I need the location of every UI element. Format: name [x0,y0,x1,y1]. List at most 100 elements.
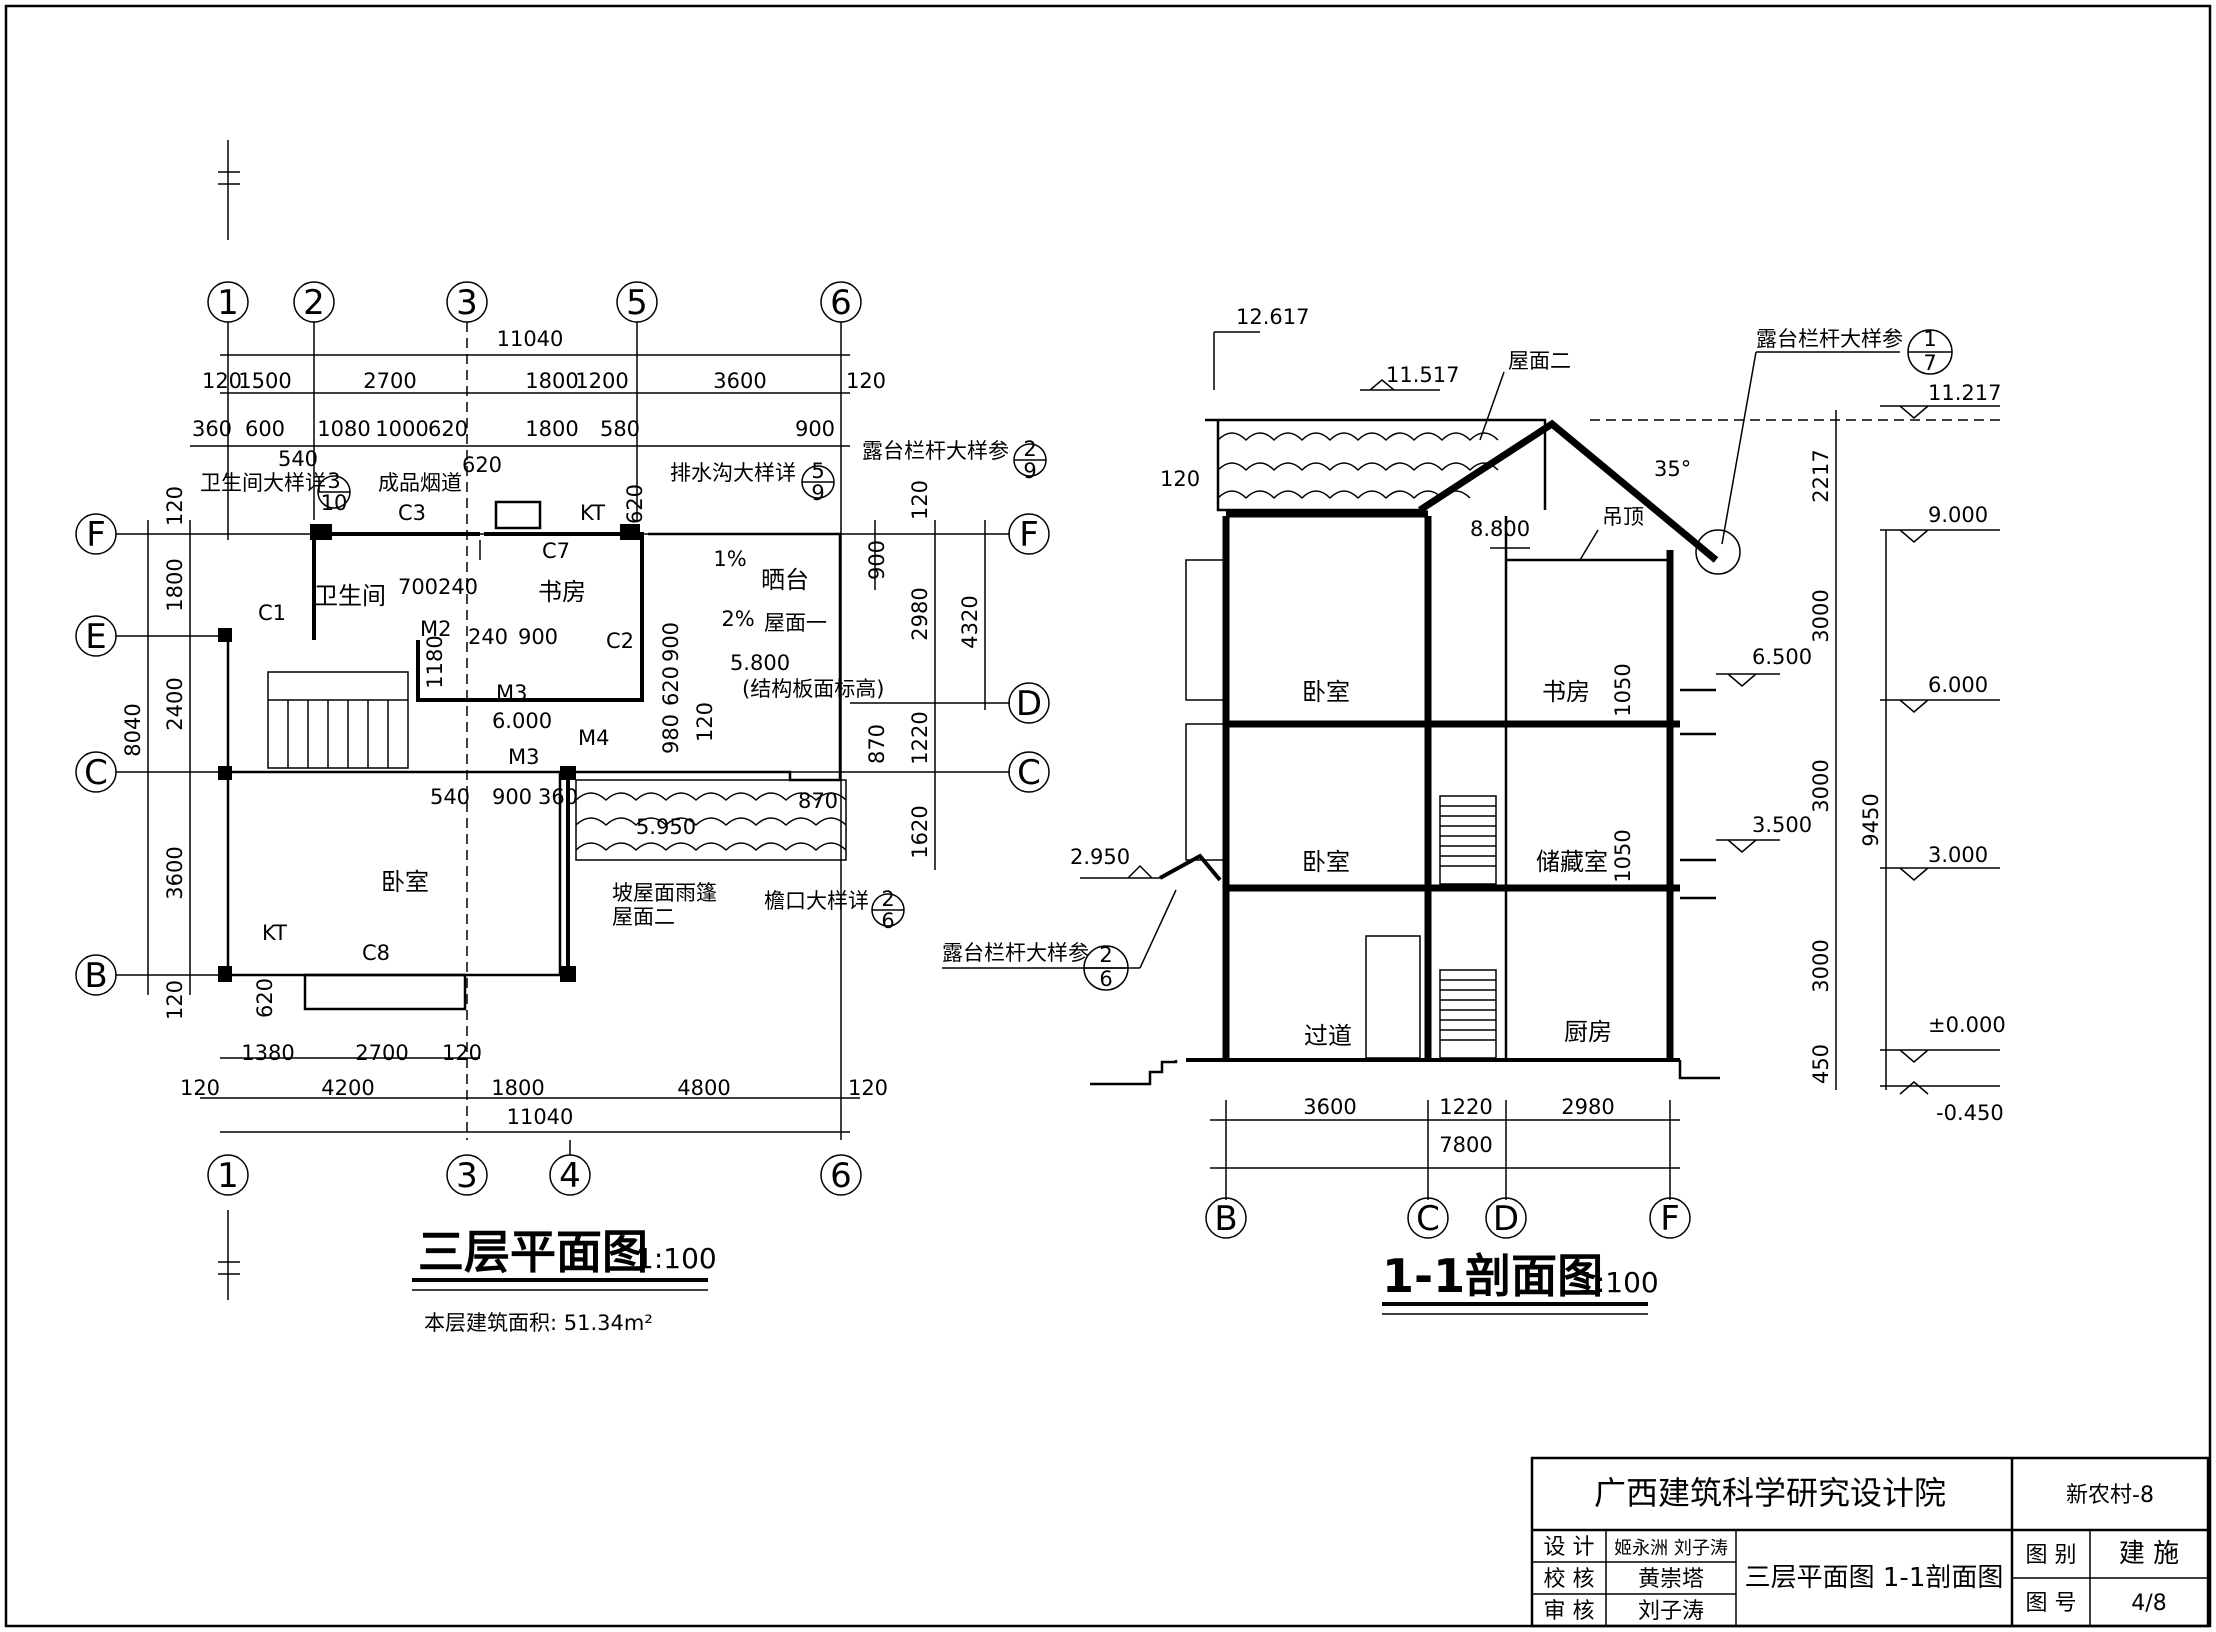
plan-axis-top: 1 2 3 5 6 [207,281,862,323]
svg-text:3000: 3000 [1809,759,1833,812]
svg-text:11040: 11040 [507,1105,574,1129]
svg-text:1800: 1800 [491,1076,544,1100]
svg-text:900: 900 [865,540,889,580]
plan-scale: 1:100 [636,1242,717,1275]
svg-text:120: 120 [848,1076,888,1100]
title-block: 广西建筑科学研究设计院 新农村-8 设 计 姬永洲 刘子涛 校 核 黄崇塔 审 … [1530,1456,2210,1628]
plan-walls [218,500,842,1011]
plan-axis-right: F D C [1008,513,1050,793]
svg-text:3600: 3600 [713,369,766,393]
svg-text:M4: M4 [578,726,609,750]
svg-text:1220: 1220 [1439,1095,1492,1119]
project-name: 新农村-8 [2066,1483,2154,1508]
svg-text:12.617: 12.617 [1236,305,1309,329]
svg-text:1050: 1050 [1611,663,1635,716]
svg-text:M3: M3 [508,745,539,769]
svg-text:3: 3 [456,283,478,323]
svg-text:吊顶: 吊顶 [1602,505,1644,529]
svg-text:坡屋面雨篷: 坡屋面雨篷 [612,881,717,905]
svg-text:900: 900 [795,417,835,441]
room-label: 晒台 [761,566,809,594]
section-axis-bottom: B C D F [1205,1197,1691,1239]
svg-text:5: 5 [626,283,648,323]
svg-text:6.500: 6.500 [1752,645,1812,669]
svg-text:540: 540 [430,785,470,809]
svg-text:3600: 3600 [163,846,187,899]
room-label: 卫生间 [314,582,386,610]
svg-text:黄崇塔: 黄崇塔 [1638,1567,1704,1592]
svg-text:120: 120 [1160,467,1200,491]
svg-text:1%: 1% [713,547,746,571]
svg-text:M3: M3 [496,681,527,705]
svg-text:露台栏杆大样参: 露台栏杆大样参 [942,941,1089,965]
svg-text:11040: 11040 [497,327,564,351]
svg-text:图 别: 图 别 [2026,1543,2077,1568]
svg-text:2: 2 [1099,943,1112,967]
svg-text:2980: 2980 [1561,1095,1614,1119]
svg-text:120: 120 [163,980,187,1020]
svg-text:3600: 3600 [1303,1095,1356,1119]
svg-text:450: 450 [1809,1044,1833,1084]
svg-text:7: 7 [1923,351,1936,375]
svg-text:2: 2 [1023,437,1036,461]
svg-text:3000: 3000 [1809,939,1833,992]
plan-axis-bottom: 1 3 4 6 [207,1154,862,1196]
svg-text:6: 6 [830,1156,852,1196]
svg-text:姬永洲 刘子涛: 姬永洲 刘子涛 [1614,1538,1728,1559]
svg-text:卫生间大样详: 卫生间大样详 [200,471,326,495]
svg-text:620: 620 [428,417,468,441]
svg-text:刘子涛: 刘子涛 [1638,1599,1704,1624]
svg-text:4320: 4320 [958,595,982,648]
svg-text:1220: 1220 [908,711,932,764]
svg-text:设 计: 设 计 [1544,1535,1595,1560]
sheet-border [4,4,2212,1628]
svg-text:排水沟大样详: 排水沟大样详 [670,461,796,485]
svg-text:屋面二: 屋面二 [1508,349,1571,373]
svg-text:120: 120 [846,369,886,393]
svg-text:1380: 1380 [241,1041,294,1065]
svg-text:F: F [86,515,106,555]
svg-text:1: 1 [217,283,239,323]
svg-text:E: E [85,617,106,657]
room-label: 储藏室 [1536,848,1608,876]
room-label: 卧室 [381,868,429,896]
floor-plan: 1 2 3 5 6 11040 120 1500 2700 1800 1200 … [75,140,1050,1335]
drawing-name: 三层平面图 1-1剖面图 [1745,1563,2004,1593]
area-note: 本层建筑面积: 51.34m² [424,1311,653,1335]
svg-text:校 核: 校 核 [1544,1567,1595,1592]
svg-text:900: 900 [518,625,558,649]
svg-text:5.950: 5.950 [636,815,696,839]
svg-text:3: 3 [327,469,340,493]
svg-text:1180: 1180 [423,635,447,688]
svg-text:成品烟道: 成品烟道 [378,471,462,495]
svg-text:4800: 4800 [677,1076,730,1100]
svg-text:4/8: 4/8 [2131,1591,2166,1616]
canopy-roof [575,779,847,861]
room-label: 书房 [1542,678,1590,706]
svg-text:120: 120 [202,369,242,393]
svg-text:图 号: 图 号 [2026,1591,2077,1616]
svg-text:120: 120 [442,1041,482,1065]
svg-text:4200: 4200 [321,1076,374,1100]
svg-text:6: 6 [881,909,894,933]
svg-text:C: C [1416,1199,1440,1239]
svg-text:C: C [1017,753,1041,793]
svg-text:1800: 1800 [163,558,187,611]
room-label: 厨房 [1564,1018,1612,1046]
svg-text:900: 900 [659,622,683,662]
room-label: 卧室 [1302,678,1350,706]
section-title: 1-1剖面图 [1382,1249,1603,1303]
svg-text:5: 5 [811,459,824,483]
svg-text:2700: 2700 [355,1041,408,1065]
room-label: 过道 [1304,1022,1352,1050]
svg-text:620: 620 [253,978,277,1018]
svg-text:2217: 2217 [1809,449,1833,502]
svg-text:2400: 2400 [163,677,187,730]
svg-text:KT: KT [580,501,605,525]
svg-text:870: 870 [798,789,838,813]
svg-text:1800: 1800 [525,417,578,441]
svg-text:8.800: 8.800 [1470,517,1530,541]
section-drawing: 12.617 11.517 屋面二 120 35° 8.800 吊顶 [942,305,2006,1315]
svg-text:980: 980 [659,714,683,754]
